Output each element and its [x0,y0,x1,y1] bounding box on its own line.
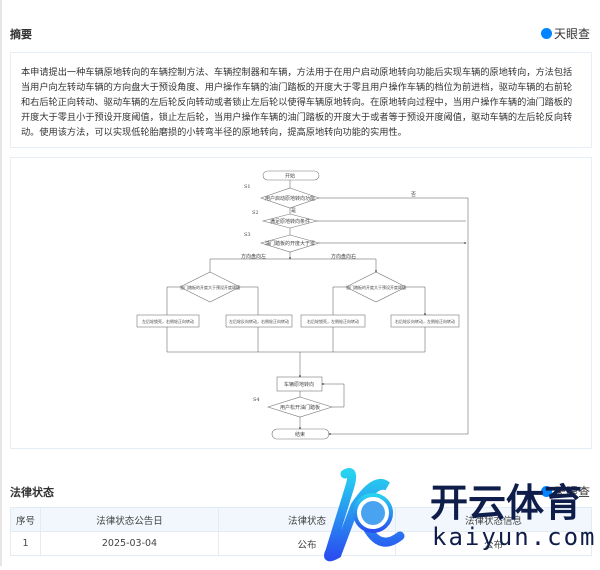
b3-label: 右后轮锁死，左侧轮正向转动 [307,318,359,324]
cell-index: 1 [10,531,41,556]
cell-date: 2025-03-04 [40,531,219,556]
abstract-title: 摘要 [10,28,32,41]
left-border [0,0,2,566]
left-branch-label: 方向盘向左 [241,253,266,260]
flowchart: 开始 用户启动原地转向功能 满足原地转向条件 油门踏板的开度大于零 方向盘向左 … [136,170,469,440]
right-branch-label: 方向盘向右 [331,253,356,260]
abstract-text: 本申请提出一种车辆原地转向的车辆控制方法、车辆控制器和车辆，方法用于在用户启动原… [10,52,592,148]
d5-label: 用户松开油门踏板 [280,404,320,411]
table-header-row: 序号 法律状态公告日 法律状态 法律状态信息 [10,507,592,532]
col-index: 序号 [10,507,41,532]
col-info: 法律状态信息 [395,507,592,532]
d4r-label: 油门踏板的开度大于预设开度阈值 [346,284,406,290]
b1-label: 左后轮锁死，右侧轮正向转动 [142,318,194,324]
s4-label: S4 [253,397,260,403]
s1-label: S1 [244,184,251,190]
cell-info: 公布 [395,531,592,556]
tianyancha-icon [540,28,552,39]
b2-label: 左后轮反向转动，右侧轮正向转动 [229,318,289,324]
patent-figure: 开始 用户启动原地转向功能 满足原地转向条件 油门踏板的开度大于零 方向盘向左 … [10,157,592,449]
box-1 [136,314,200,328]
tianyancha-logo-2[interactable]: 天眼查 [540,483,590,500]
box-2 [225,314,293,328]
legal-status-title: 法律状态 [10,486,54,499]
d2-label: 满足原地转向条件 [270,218,310,225]
table-row: 1 2025-03-04 公布 公布 [10,531,592,556]
legal-status-table: 序号 法律状态公告日 法律状态 法律状态信息 1 2025-03-04 公布 公… [10,507,592,556]
turn-label: 车辆原地转向 [284,381,314,388]
s3-label: S3 [244,232,251,238]
tianyancha-logo[interactable]: 天眼查 [540,25,590,42]
start-label: 开始 [285,173,295,180]
end-label: 结束 [295,431,305,438]
yes-label: 是 [291,208,296,214]
brand-label: 天眼查 [553,27,590,41]
tianyancha-icon [540,486,552,497]
no-label: 否 [411,192,416,198]
decision-left [179,271,241,303]
cell-status: 公布 [218,531,396,556]
d4l-label: 油门踏板的开度大于预设开度阈值 [180,284,240,290]
s2-label: S2 [252,210,259,216]
d3-label: 油门踏板的开度大于零 [265,240,315,247]
d1-label: 用户启动原地转向功能 [265,195,315,202]
col-date: 法律状态公告日 [40,507,219,532]
brand-label: 天眼查 [553,485,590,499]
decision-right [345,271,407,303]
b4-label: 右后轮反向转动，左侧轮正向转动 [395,318,455,324]
col-status: 法律状态 [218,507,396,532]
start-node [262,170,320,181]
